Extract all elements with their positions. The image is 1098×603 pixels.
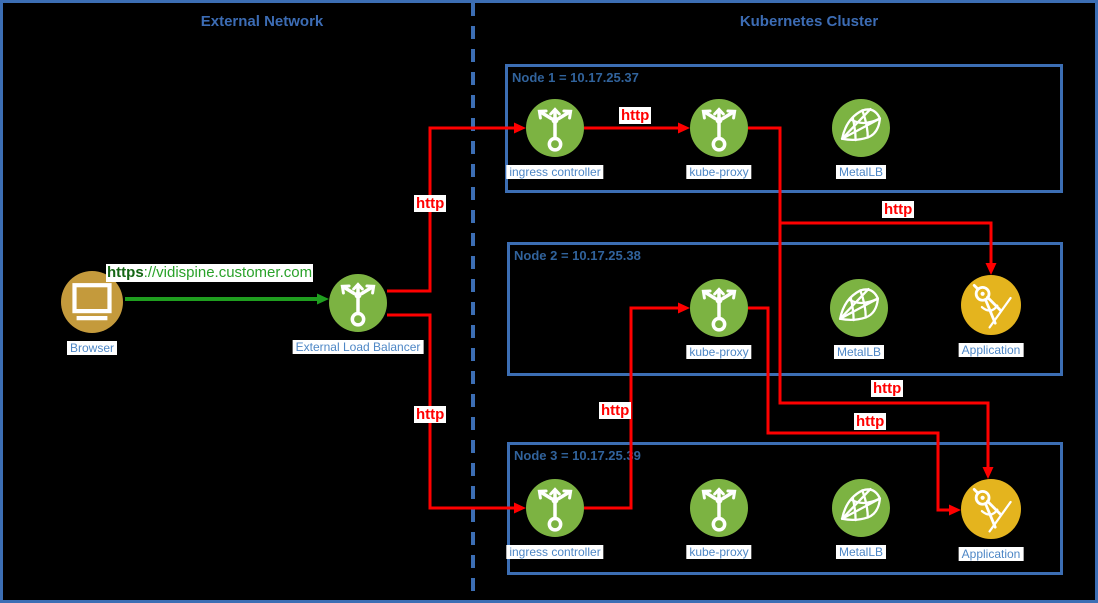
edge-node1-kubeproxy-to-node3-application — [748, 126, 994, 479]
ingress-controller-icon — [526, 479, 584, 537]
external-load-balancer-group: External Load Balancer — [292, 274, 424, 354]
load-balancer-icon — [329, 274, 387, 332]
node3-metallb-group: MetalLB — [832, 479, 890, 559]
node2-kubeproxy-label: kube-proxy — [686, 345, 752, 359]
application-icon — [961, 275, 1021, 335]
kube-proxy-icon — [690, 479, 748, 537]
node1-title: Node 1 = 10.17.25.37 — [512, 70, 639, 85]
browser-label: Browser — [66, 341, 118, 355]
external-network-title: External Network — [200, 13, 324, 30]
node3-application-label: Application — [958, 547, 1024, 561]
node2-metallb-group: MetalLB — [830, 279, 888, 359]
http-label-node3-to-node2: http — [599, 402, 632, 419]
node3-ingress-group: ingress controller — [506, 479, 604, 559]
metallb-icon — [832, 99, 890, 157]
node3-ingress-label: ingress controller — [506, 545, 604, 559]
edge-elb-to-node1-ingress — [387, 122, 526, 293]
node3-metallb-label: MetalLB — [835, 545, 887, 559]
node1-metallb-group: MetalLB — [832, 99, 890, 179]
kubernetes-cluster-title: Kubernetes Cluster — [739, 13, 879, 30]
node1-ingress-group: ingress controller — [506, 99, 604, 179]
node2-title: Node 2 = 10.17.25.38 — [514, 248, 641, 263]
node2-box: Node 2 = 10.17.25.38 — [507, 242, 1063, 376]
node1-ingress-label: ingress controller — [506, 165, 604, 179]
kube-proxy-icon — [690, 99, 748, 157]
external-load-balancer-label: External Load Balancer — [292, 340, 424, 354]
edge-node1-kubeproxy-to-node2-application — [780, 221, 997, 275]
node2-application-group: Application — [958, 275, 1024, 357]
http-label-node1-internal: http — [619, 107, 652, 124]
http-label-elb-node1: http — [414, 195, 447, 212]
kube-proxy-icon — [690, 279, 748, 337]
browser-group: Browser — [61, 271, 123, 355]
https-url-label: https://vidispine.customer.com — [106, 264, 314, 282]
node3-title: Node 3 = 10.17.25.39 — [514, 448, 641, 463]
metallb-icon — [832, 479, 890, 537]
http-label-to-node3-app-left: http — [854, 413, 887, 430]
http-label-to-node3-app-top: http — [871, 380, 904, 397]
https-host-text: ://vidispine.customer.com — [143, 264, 313, 281]
application-icon — [961, 479, 1021, 539]
metallb-icon — [830, 279, 888, 337]
node3-application-group: Application — [958, 479, 1024, 561]
https-scheme-text: https — [107, 264, 144, 281]
node2-kubeproxy-group: kube-proxy — [686, 279, 752, 359]
node1-kubeproxy-label: kube-proxy — [686, 165, 752, 179]
http-label-to-node2-app: http — [882, 201, 915, 218]
node3-kubeproxy-label: kube-proxy — [686, 545, 752, 559]
http-label-elb-node3: http — [414, 406, 447, 423]
edge-node2-kubeproxy-to-node3-application — [748, 306, 961, 516]
node1-metallb-label: MetalLB — [835, 165, 887, 179]
ingress-controller-icon — [526, 99, 584, 157]
node3-kubeproxy-group: kube-proxy — [686, 479, 752, 559]
node2-metallb-label: MetalLB — [833, 345, 885, 359]
node2-application-label: Application — [958, 343, 1024, 357]
node1-kubeproxy-group: kube-proxy — [686, 99, 752, 179]
